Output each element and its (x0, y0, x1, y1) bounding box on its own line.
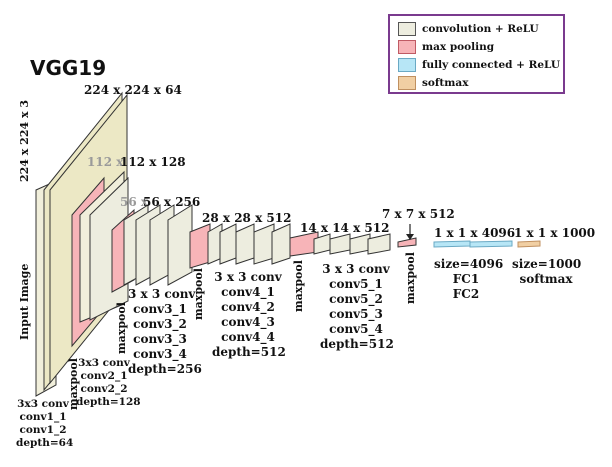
legend-swatch-maxpool (398, 40, 416, 54)
fc-line: FC2 (452, 287, 480, 301)
legend-label: max pooling (422, 41, 495, 53)
block1-line: conv1_2 (19, 424, 67, 436)
block5-line: 3 x 3 conv (322, 262, 390, 276)
conv4-layer (235, 223, 255, 265)
block5-line: conv5_4 (329, 322, 383, 336)
block3-size: 56 x 256 (143, 195, 201, 209)
block4-line: 3 x 3 conv (214, 270, 282, 284)
legend: convolution + ReLU max pooling fully con… (388, 14, 565, 94)
softmax-description: size=1000 softmax (512, 257, 582, 287)
block4-description: 3 x 3 conv conv4_1 conv4_2 conv4_3 conv4… (212, 270, 286, 360)
legend-item: fully connected + ReLU (398, 58, 560, 72)
block4-line: depth=512 (212, 345, 286, 359)
maxpool5-layer (397, 237, 417, 248)
softmax-size: 1 x 1 x 1000 (514, 226, 596, 240)
maxpool3-layer (189, 223, 211, 269)
input-image-label: Input Image (18, 263, 31, 340)
block2-line: depth=128 (76, 396, 141, 408)
block1-size: 224 x 224 x 64 (84, 83, 182, 97)
block3-line: conv3_3 (133, 332, 187, 346)
fc-line: FC1 (452, 272, 480, 286)
conv4-group (207, 223, 291, 265)
block3-line: depth=256 (128, 362, 202, 376)
block4-maxpool-label: maxpool (292, 260, 305, 312)
fc2-layer (469, 240, 513, 248)
conv4-layer (271, 223, 291, 265)
legend-label: convolution + ReLU (422, 23, 539, 35)
softmax-line: size=1000 (512, 257, 582, 271)
block5-size: 14 x 14 x 512 (300, 221, 390, 235)
block2-line: conv2_2 (80, 383, 128, 395)
block5-description: 3 x 3 conv conv5_1 conv5_2 conv5_3 conv5… (320, 262, 394, 352)
conv4-layer (253, 223, 275, 265)
block2-description: 3x3 conv conv2_1 conv2_2 depth=128 (76, 357, 141, 409)
pool5-size: 7 x 7 x 512 (382, 207, 455, 221)
block1-line: 3x3 conv (17, 398, 69, 410)
block3-line: 3 x 3 conv (128, 287, 196, 301)
block5-line: conv5_3 (329, 307, 383, 321)
block4-line: conv4_2 (221, 300, 275, 314)
block1-line: depth=64 (16, 437, 74, 449)
conv3-group (123, 204, 193, 286)
diagram-title: VGG19 (30, 56, 107, 80)
block4-line: conv4_3 (221, 315, 275, 329)
block3-size-prefix: 56 x (120, 195, 149, 209)
legend-label: softmax (422, 77, 469, 89)
softmax-line: softmax (519, 272, 573, 286)
block5-line: conv5_2 (329, 292, 383, 306)
legend-item: max pooling (398, 40, 494, 54)
conv3-layer (167, 204, 193, 286)
conv5-layer (367, 233, 391, 255)
conv5-group (313, 233, 391, 255)
block2-size: 112 x 128 (120, 155, 186, 169)
conv5-layer (349, 233, 371, 255)
legend-swatch-softmax (398, 76, 416, 90)
block3-description: 3 x 3 conv conv3_1 conv3_2 conv3_3 conv3… (128, 287, 202, 377)
block5-line: depth=512 (320, 337, 394, 351)
legend-item: softmax (398, 76, 468, 90)
block2-line: 3x3 conv (78, 357, 130, 369)
legend-swatch-fc (398, 58, 416, 72)
conv5-layer (329, 233, 351, 255)
legend-label: fully connected + ReLU (422, 59, 560, 71)
block5-maxpool-label: maxpool (404, 252, 417, 304)
block1-line: conv1_1 (19, 411, 67, 423)
legend-swatch-conv (398, 22, 416, 36)
block4-line: conv4_4 (221, 330, 275, 344)
fc-size: 1 x 1 x 4096 (434, 226, 516, 240)
block4-line: conv4_1 (221, 285, 275, 299)
fc-line: size=4096 (434, 257, 504, 271)
block3-line: conv3_1 (133, 302, 187, 316)
block5-line: conv5_1 (329, 277, 383, 291)
softmax-layer (517, 240, 541, 248)
legend-item: convolution + ReLU (398, 22, 539, 36)
pool5-arrowhead (406, 234, 414, 240)
block3-line: conv3_4 (133, 347, 187, 361)
block3-line: conv3_2 (133, 317, 187, 331)
block3-maxpool-label: maxpool (192, 268, 205, 320)
block2-line: conv2_1 (80, 370, 128, 382)
block2-size-prefix: 112 x (87, 155, 124, 169)
block4-size: 28 x 28 x 512 (202, 211, 292, 225)
block1-description: 3x3 conv conv1_1 conv1_2 depth=64 (16, 398, 74, 450)
input-size-label: 224 x 224 x 3 (18, 99, 31, 182)
block2-maxpool-label: maxpool (115, 302, 128, 354)
fc1-layer (433, 240, 471, 248)
fc-description: size=4096 FC1 FC2 (434, 257, 504, 302)
